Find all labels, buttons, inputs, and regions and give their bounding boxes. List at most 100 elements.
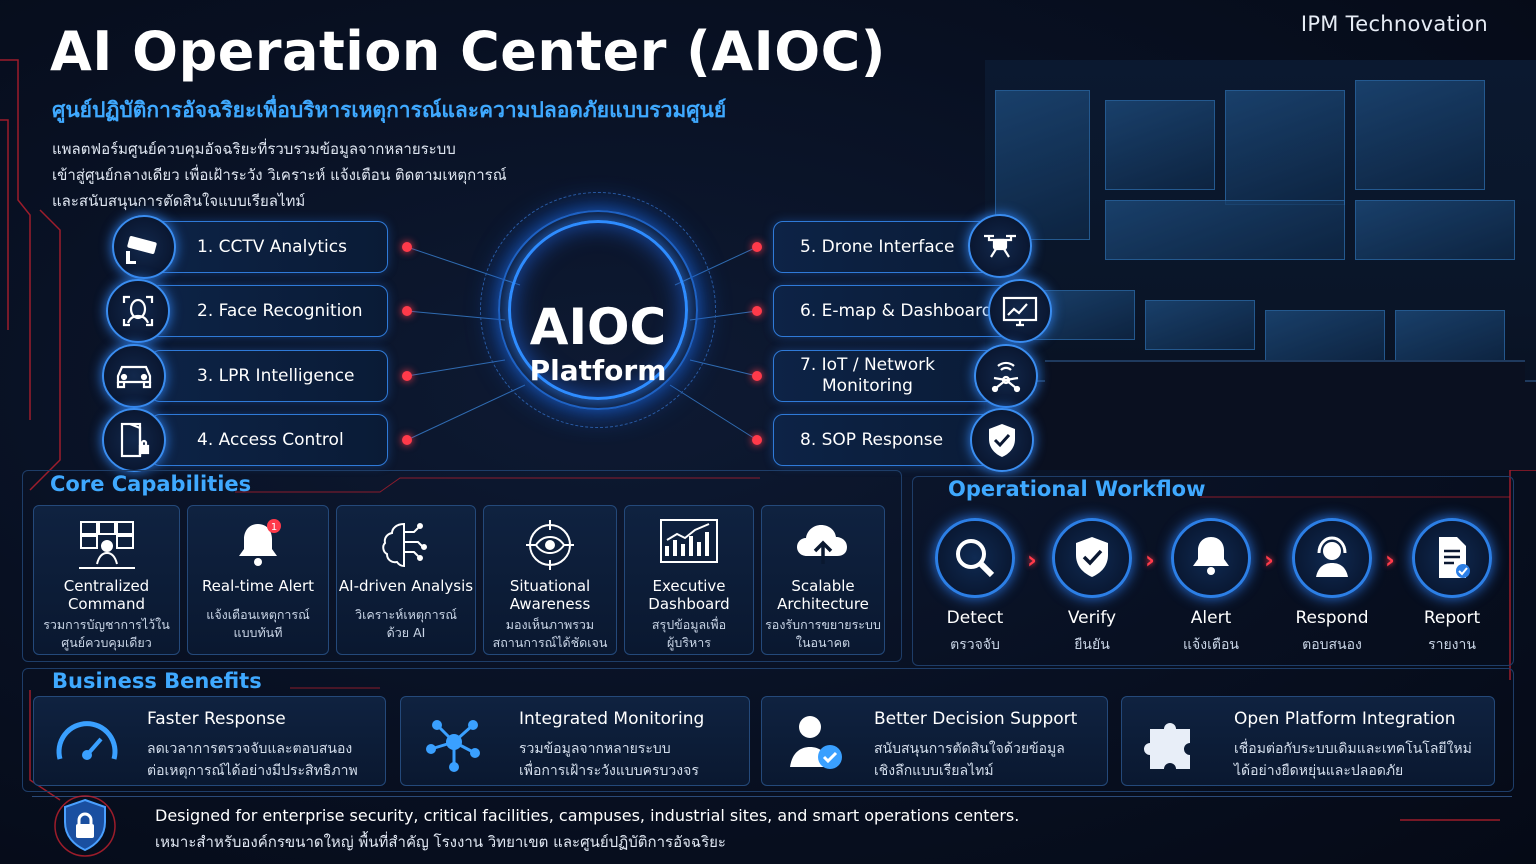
module-label: 3. LPR Intelligence [197, 366, 355, 386]
benefit-better-decision-support: Better Decision Support สนับสนุนการตัดสิ… [761, 696, 1108, 786]
speedometer-icon [56, 721, 118, 760]
capability-desc: แจ้งเตือนเหตุการณ์ [206, 607, 310, 622]
intro-paragraph: แพลตฟอร์มศูนย์ควบคุมอัจฉริยะที่รวบรวมข้อ… [52, 136, 572, 214]
capability-desc: ศูนย์ควบคุมเดียว [61, 635, 152, 650]
hub-title: AIOC [529, 298, 667, 356]
core-capabilities-title: Core Capabilities [50, 472, 252, 496]
chevron-right-icon: › [1385, 546, 1395, 574]
module-cctv-analytics[interactable]: 1. CCTV Analytics [150, 221, 388, 273]
benefit-desc: ต่อเหตุการณ์ได้อย่างมีประสิทธิภาพ [147, 763, 358, 779]
report-document-icon [1412, 518, 1492, 598]
connector-dot [752, 242, 762, 252]
workflow-step-label: Alert [1190, 608, 1232, 628]
module-label: 5. Drone Interface [800, 236, 955, 257]
module-label: 6. E-map & Dashboard [800, 300, 993, 321]
benefit-desc: ลดเวลาการตรวจจับและตอบสนอง [147, 741, 353, 757]
workflow-step-alert: Alert แจ้งเตือน [1166, 518, 1256, 656]
capability-desc: สถานการณ์ได้ชัดเจน [492, 635, 608, 650]
intro-line: แพลตฟอร์มศูนย์ควบคุมอัจฉริยะที่รวบรวมข้อ… [52, 140, 456, 158]
workflow-step-th: ยืนยัน [1074, 637, 1110, 653]
network-nodes-icon [426, 720, 480, 772]
eye-target-icon [526, 520, 574, 570]
connector-dot [752, 371, 762, 381]
module-label: 1. CCTV Analytics [197, 237, 347, 257]
workflow-step-label: Detect [946, 608, 1004, 628]
workflow-step-th: รายงาน [1428, 637, 1476, 653]
capability-title: Real-time Alert [201, 577, 315, 595]
connector-dot [402, 371, 412, 381]
benefit-open-platform-integration: Open Platform Integration เชื่อมต่อกับระ… [1121, 696, 1495, 786]
workflow-step-label: Verify [1067, 608, 1117, 628]
cloud-upload-icon [797, 525, 847, 564]
workflow-step-label: Respond [1295, 608, 1369, 628]
door-lock-icon [102, 408, 166, 472]
cctv-camera-icon [112, 215, 176, 279]
capability-desc: สรุปข้อมูลเพื่อ [651, 617, 727, 632]
bell-alert-icon: 1 [239, 519, 281, 566]
workflow-step-label: Report [1423, 608, 1481, 628]
intro-line: และสนับสนุนการตัดสินใจแบบเรียลไทม์ [52, 192, 306, 210]
hub-inner-ring [508, 220, 688, 400]
chart-dashboard-icon [660, 519, 718, 563]
capability-desc: วิเคราะห์เหตุการณ์ [355, 607, 457, 622]
puzzle-icon [1144, 723, 1190, 769]
workflow-step-verify: Verify ยืนยัน [1047, 518, 1137, 656]
module-label: 4. Access Control [197, 430, 344, 450]
benefit-desc: เชื่อมต่อกับระบบเดิมและเทคโนโลยีใหม่ [1234, 741, 1472, 757]
footer-text-en: Designed for enterprise security, critic… [155, 806, 1020, 825]
headset-operator-icon [1292, 518, 1372, 598]
capability-desc: แบบทันที [233, 625, 283, 640]
benefits-title: Business Benefits [52, 669, 262, 693]
page-subtitle: ศูนย์ปฏิบัติการอัจฉริยะเพื่อบริหารเหตุกา… [52, 98, 727, 122]
capability-desc: ในอนาคต [795, 635, 851, 650]
car-icon [102, 344, 166, 408]
module-label-line: Monitoring [822, 376, 913, 396]
benefit-title: Faster Response [147, 709, 286, 729]
benefit-faster-response: Faster Response ลดเวลาการตรวจจับและตอบสน… [33, 696, 386, 786]
chevron-right-icon: › [1027, 546, 1037, 574]
benefit-desc: เชิงลึกแบบเรียลไทม์ [874, 763, 994, 779]
benefit-title: Integrated Monitoring [519, 709, 705, 729]
capability-title: AI-driven Analysis [338, 577, 474, 595]
core-capabilities-frame [22, 470, 902, 662]
benefit-title: Open Platform Integration [1234, 709, 1456, 729]
workflow-step-th: ตอบสนอง [1302, 637, 1362, 653]
module-face-recognition[interactable]: 2. Face Recognition [150, 285, 388, 337]
command-center-icon [78, 521, 135, 569]
benefit-integrated-monitoring: Integrated Monitoring รวมข้อมูลจากหลายระ… [400, 696, 750, 786]
hub-ring [498, 210, 698, 410]
hub-subtitle: Platform [529, 354, 667, 387]
control-room-background [985, 60, 1536, 470]
shield-check-icon [970, 408, 1034, 472]
chevron-right-icon: › [1145, 546, 1155, 574]
capability-desc: รวมการบัญชาการไว้ใน [43, 617, 170, 632]
magnifier-icon [935, 518, 1015, 598]
benefit-title: Better Decision Support [874, 709, 1078, 729]
connector-dot [402, 306, 412, 316]
bell-icon [1171, 518, 1251, 598]
module-label-line: 7. IoT / Network [800, 355, 935, 375]
benefit-desc: สนับสนุนการตัดสินใจด้วยข้อมูล [874, 741, 1065, 757]
module-emap-dashboard[interactable]: 6. E-map & Dashboard [773, 285, 1011, 337]
connector-dot [402, 242, 412, 252]
benefit-desc: เพื่อการเฝ้าระวังแบบครบวงจร [519, 763, 699, 779]
module-lpr-intelligence[interactable]: 3. LPR Intelligence [150, 350, 388, 402]
module-access-control[interactable]: 4. Access Control [150, 414, 388, 466]
capability-ai-driven-analysis: AI-driven Analysis วิเคราะห์เหตุการณ์ ด้… [336, 505, 476, 655]
benefits-frame [22, 668, 1514, 792]
workflow-step-th: แจ้งเตือน [1183, 637, 1239, 653]
module-label: 2. Face Recognition [197, 301, 363, 321]
module-label: 8. SOP Response [800, 429, 944, 450]
face-scan-icon [106, 279, 170, 343]
capability-desc: ด้วย AI [386, 625, 426, 640]
drone-icon [968, 214, 1032, 278]
shield-check-icon [1052, 518, 1132, 598]
